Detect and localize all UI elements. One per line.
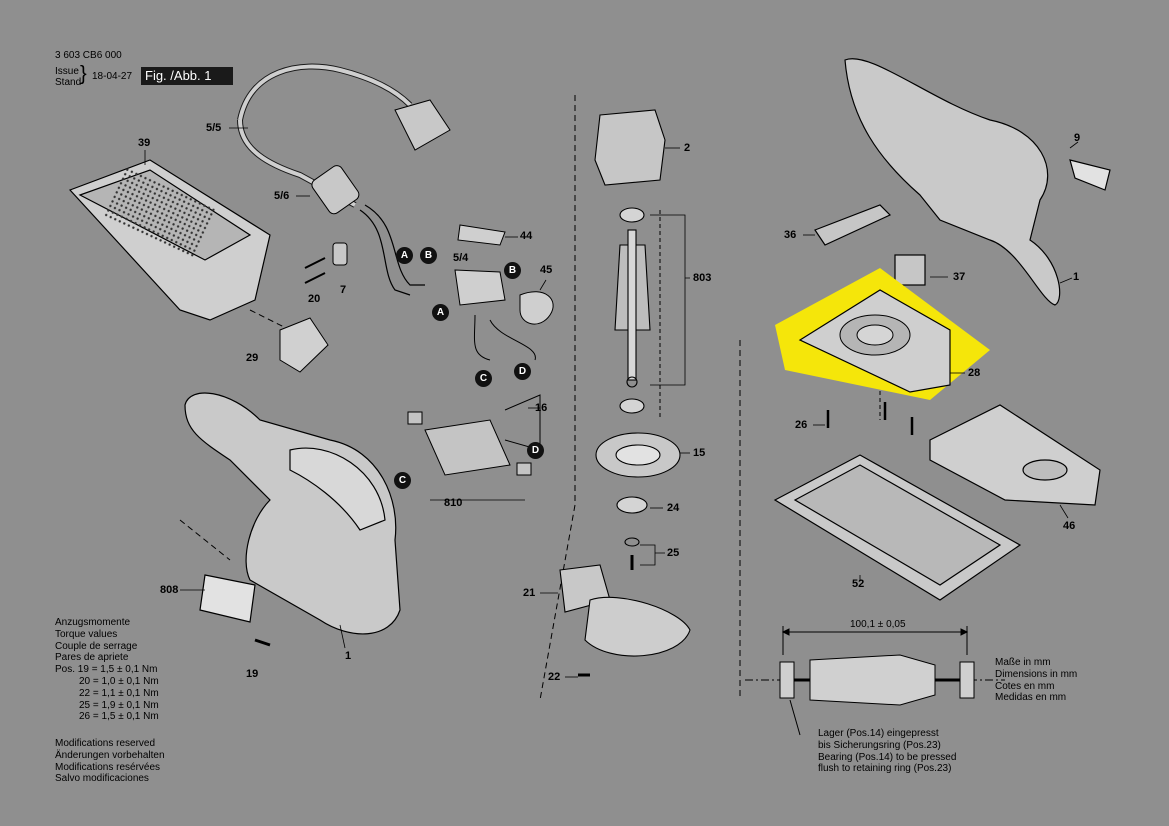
marker-d-switch: D (514, 363, 531, 380)
part-label-5-6: 5/6 (274, 190, 290, 202)
torque-values: Anzugsmomente Torque values Couple de se… (55, 617, 159, 723)
unit-line: Dimensions in mm (995, 668, 1078, 680)
torque-row: 20 = 1,0 ± 0,1 Nm (79, 675, 159, 687)
housing-cover-39 (68, 159, 271, 321)
part-label-1-right: 1 (1073, 271, 1080, 283)
part-label-28: 28 (968, 367, 981, 379)
power-cord (237, 63, 425, 296)
leader-lines (144, 127, 1079, 678)
switch-assembly (454, 224, 554, 361)
marker-c-board: C (394, 472, 411, 489)
note-line: Lager (Pos.14) eingepresst (818, 728, 939, 739)
part-label-16: 16 (535, 402, 548, 414)
part-label-808: 808 (160, 584, 179, 596)
part-label-46: 46 (1063, 520, 1076, 532)
brace-glyph: } (80, 63, 87, 85)
marker-b-switch: B (504, 262, 521, 279)
torque-line: Couple de serrage (55, 640, 138, 652)
part-label-45: 45 (540, 264, 553, 276)
marker-d-board: D (527, 442, 544, 459)
mod-line: Modifications resérvées (55, 761, 161, 773)
part-label-24: 24 (667, 502, 680, 514)
motor-parts (559, 109, 691, 677)
part-label-21: 21 (523, 587, 536, 599)
part-label-7: 7 (340, 284, 347, 296)
torque-line: Torque values (55, 628, 118, 640)
mod-line: Salvo modificaciones (55, 773, 149, 785)
marker-a-switch: A (432, 304, 449, 321)
torque-row: Pos. 19 = 1,5 ± 0,1 Nm (55, 664, 158, 676)
part-label-9: 9 (1074, 132, 1081, 144)
housing-half-left (184, 392, 401, 647)
note-line: Bearing (Pos.14) to be pressed (818, 751, 957, 763)
unit-line: Cotes en mm (995, 680, 1055, 692)
part-label-44: 44 (520, 230, 533, 242)
dimension-value: 100,1 ± 0,05 (850, 619, 906, 630)
part-label-37: 37 (953, 271, 966, 283)
electronics-810 (407, 394, 541, 476)
marker-b-cord: B (420, 247, 437, 264)
mod-line: Änderungen vorbehalten (55, 749, 165, 761)
part-label-26: 26 (795, 419, 808, 431)
part-label-19: 19 (246, 668, 259, 680)
part-label-803: 803 (693, 272, 712, 284)
modifications-notice: Modifications reserved Änderungen vorbeh… (55, 738, 165, 785)
part-label-52: 52 (852, 578, 865, 590)
plug (311, 99, 451, 215)
part-label-15: 15 (693, 447, 706, 459)
stand-label: Stand (55, 77, 82, 88)
torque-row: 26 = 1,5 ± 0,1 Nm (79, 711, 159, 723)
part-label-1-left: 1 (345, 650, 352, 662)
torque-row: 25 = 1,9 ± 0,1 Nm (79, 699, 159, 711)
note-line: flush to retaining ring (Pos.23) (818, 763, 952, 775)
part-label-2: 2 (684, 142, 691, 154)
torque-line: Pares de apriete (55, 652, 129, 664)
part-label-22: 22 (548, 671, 561, 683)
housing-half-right (814, 58, 1111, 306)
issue-date: 18-04-27 (92, 71, 133, 82)
marker-c-switch: C (475, 370, 492, 387)
marker-a-cord: A (396, 247, 413, 264)
mod-line: Modifications reserved (55, 738, 156, 749)
part-label-25: 25 (667, 547, 680, 559)
part-label-5-5: 5/5 (206, 122, 222, 134)
torque-line: Anzugsmomente (55, 617, 131, 628)
unit-line: Maße in mm (995, 657, 1051, 668)
part-label-39: 39 (138, 137, 151, 149)
doc-number: 3 603 CB6 000 (55, 50, 122, 61)
sanding-plate-52 (773, 454, 1022, 601)
issue-label: Issue (55, 66, 79, 77)
figure-label: Fig. /Abb. 1 (141, 67, 233, 85)
part-label-29: 29 (246, 352, 259, 364)
part-label-810: 810 (444, 497, 463, 509)
part-label-20: 20 (308, 293, 321, 305)
small-parts (279, 242, 348, 373)
armature-dimension-drawing (745, 626, 1005, 736)
part-label-5-4: 5/4 (453, 252, 469, 264)
part-label-36: 36 (784, 229, 797, 241)
bearing-note: Lager (Pos.14) eingepresst bis Sicherung… (818, 728, 956, 775)
screws-26 (826, 402, 914, 435)
unit-line: Medidas en mm (995, 692, 1067, 704)
dimension-units: Maße in mm Dimensions in mm Cotes en mm … (995, 657, 1077, 704)
sanding-pad-28-highlight (775, 268, 990, 400)
sanding-plate-46 (929, 404, 1101, 506)
torque-row: 22 = 1,1 ± 0,1 Nm (79, 687, 159, 699)
note-line: bis Sicherungsring (Pos.23) (818, 739, 941, 751)
